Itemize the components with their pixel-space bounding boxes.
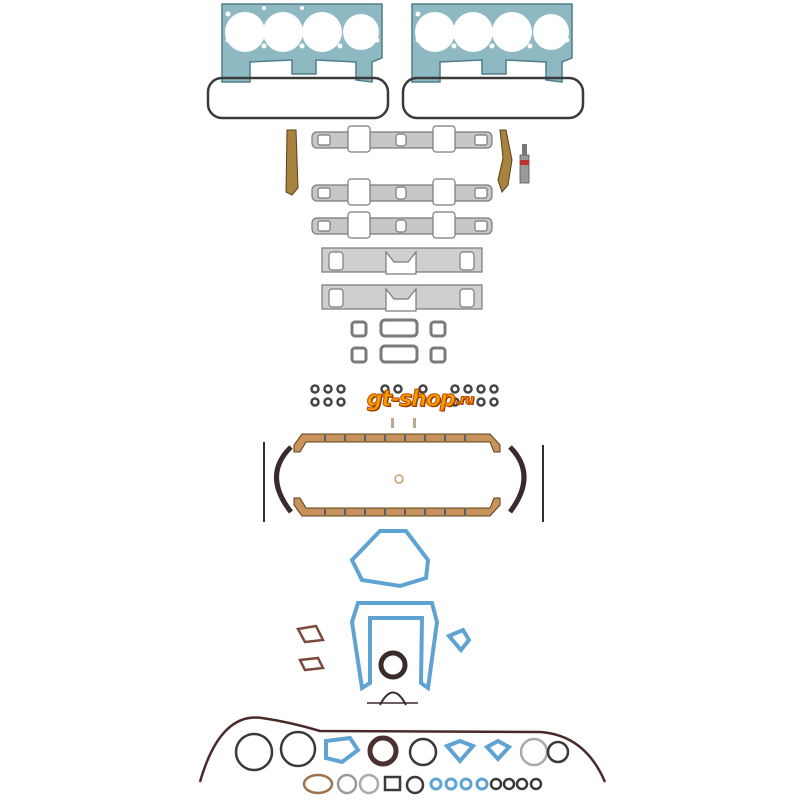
head-gasket-left xyxy=(221,3,383,83)
intake-manifold-gaskets xyxy=(311,125,493,239)
end-seal-right xyxy=(497,129,513,193)
valve-cover-gasket-left xyxy=(206,76,390,120)
intake-gasket-3 xyxy=(311,211,493,239)
exhaust-manifold-gaskets xyxy=(321,247,483,312)
oil-pan-gaskets xyxy=(263,433,544,522)
exhaust-gasket-2 xyxy=(321,284,483,312)
intake-gasket-2 xyxy=(311,178,493,206)
exhaust-gasket-1 xyxy=(321,247,483,275)
pan-rail-seal xyxy=(198,716,607,783)
valve-cover-gaskets xyxy=(206,76,585,120)
sealant-tube xyxy=(519,144,530,184)
o-rings-and-small-gaskets xyxy=(234,730,570,795)
intake-gasket-1 xyxy=(311,125,493,153)
watermark-tld: .ru xyxy=(455,393,475,409)
dowel-pins xyxy=(391,418,416,428)
valve-cover-gasket-right xyxy=(401,76,585,120)
valve-stem-seals xyxy=(310,384,499,407)
watermark-text: gt-shop xyxy=(366,386,456,412)
end-seal-left xyxy=(285,129,299,196)
watermark-logo: gt-shop .ru xyxy=(330,384,510,414)
fuel-pump-gaskets xyxy=(296,624,325,672)
head-gasket-right xyxy=(411,3,573,83)
timing-cover-gaskets xyxy=(349,529,472,692)
exhaust-port-gaskets xyxy=(350,318,447,364)
front-seals xyxy=(367,650,418,706)
